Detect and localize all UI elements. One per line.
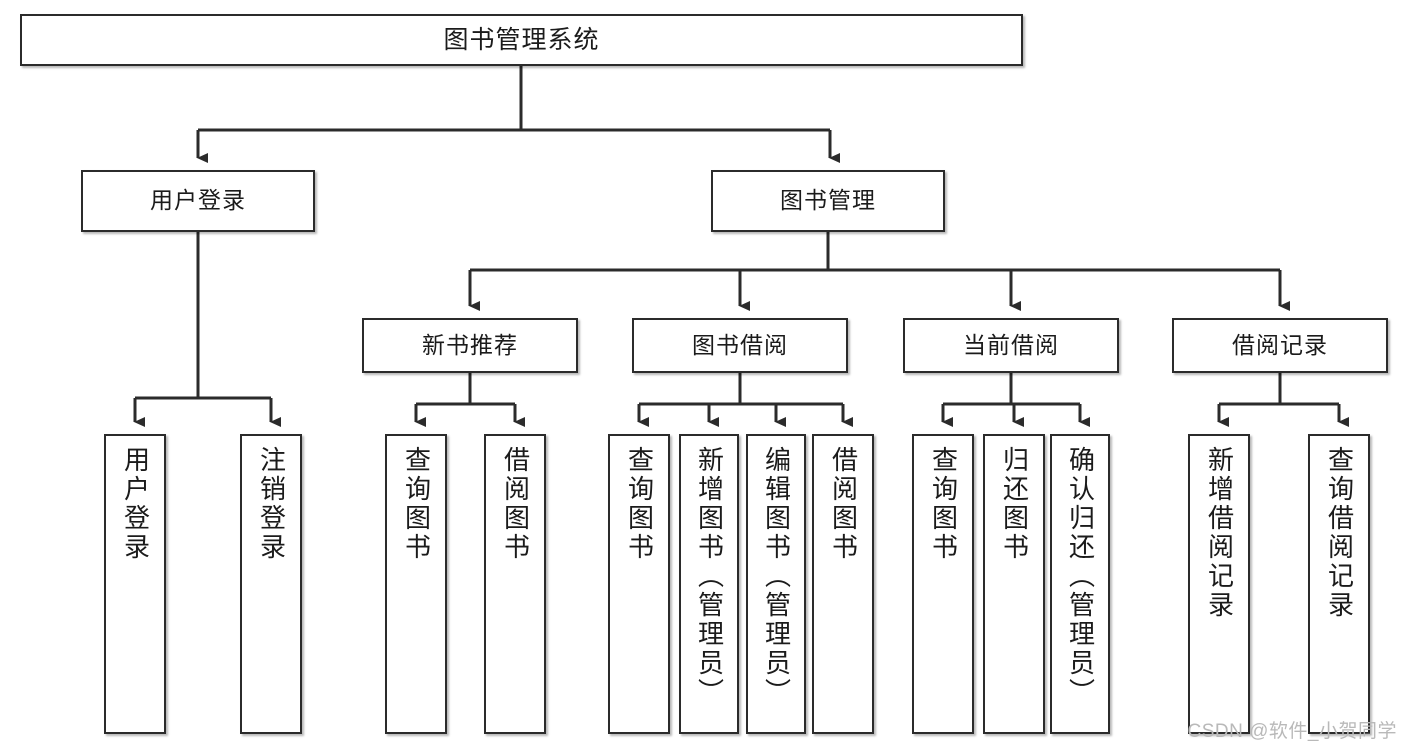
node-level2-0[interactable]: 用户登录 [81, 170, 315, 232]
node-label: 用户登录 [150, 187, 246, 214]
node-label: 当前借阅 [963, 331, 1059, 358]
node-label: 借阅图书 [828, 446, 859, 562]
node-leaf-7[interactable]: 借阅图书 [812, 434, 874, 734]
node-label: 注销登录 [256, 446, 287, 562]
node-leaf-6[interactable]: 编辑图书（管理员） [746, 434, 806, 734]
node-leaf-8[interactable]: 查询图书 [912, 434, 974, 734]
node-label: 查询图书 [401, 446, 432, 562]
node-label: 编辑图书（管理员） [761, 446, 792, 707]
node-level3-2[interactable]: 当前借阅 [903, 318, 1119, 373]
node-leaf-2[interactable]: 查询图书 [385, 434, 447, 734]
node-label: 图书管理 [780, 187, 876, 214]
node-leaf-5[interactable]: 新增图书（管理员） [679, 434, 739, 734]
node-label: 确认归还（管理员） [1065, 446, 1096, 707]
node-leaf-3[interactable]: 借阅图书 [484, 434, 546, 734]
node-leaf-1[interactable]: 注销登录 [240, 434, 302, 734]
node-level2-1[interactable]: 图书管理 [711, 170, 945, 232]
node-label: 新书推荐 [422, 331, 518, 358]
node-leaf-0[interactable]: 用户登录 [104, 434, 166, 734]
node-label: 图书借阅 [692, 331, 788, 358]
node-leaf-10[interactable]: 确认归还（管理员） [1050, 434, 1110, 734]
node-level3-3[interactable]: 借阅记录 [1172, 318, 1388, 373]
node-label: 新增图书（管理员） [694, 446, 725, 707]
node-leaf-9[interactable]: 归还图书 [983, 434, 1045, 734]
node-leaf-11[interactable]: 新增借阅记录 [1188, 434, 1250, 734]
csdn-watermark: CSDN @软件_小贺同学 [1187, 721, 1397, 742]
node-label: 借阅图书 [500, 446, 531, 562]
node-root[interactable]: 图书管理系统 [20, 14, 1023, 66]
node-label: 新增借阅记录 [1204, 446, 1235, 620]
node-label: 图书管理系统 [443, 26, 600, 54]
node-leaf-12[interactable]: 查询借阅记录 [1308, 434, 1370, 734]
node-level3-1[interactable]: 图书借阅 [632, 318, 848, 373]
node-label: 借阅记录 [1232, 331, 1328, 358]
node-label: 查询借阅记录 [1324, 446, 1355, 620]
node-leaf-4[interactable]: 查询图书 [608, 434, 670, 734]
node-label: 查询图书 [624, 446, 655, 562]
node-label: 归还图书 [999, 446, 1030, 562]
node-label: 查询图书 [928, 446, 959, 562]
node-label: 用户登录 [120, 446, 151, 562]
node-level3-0[interactable]: 新书推荐 [362, 318, 578, 373]
